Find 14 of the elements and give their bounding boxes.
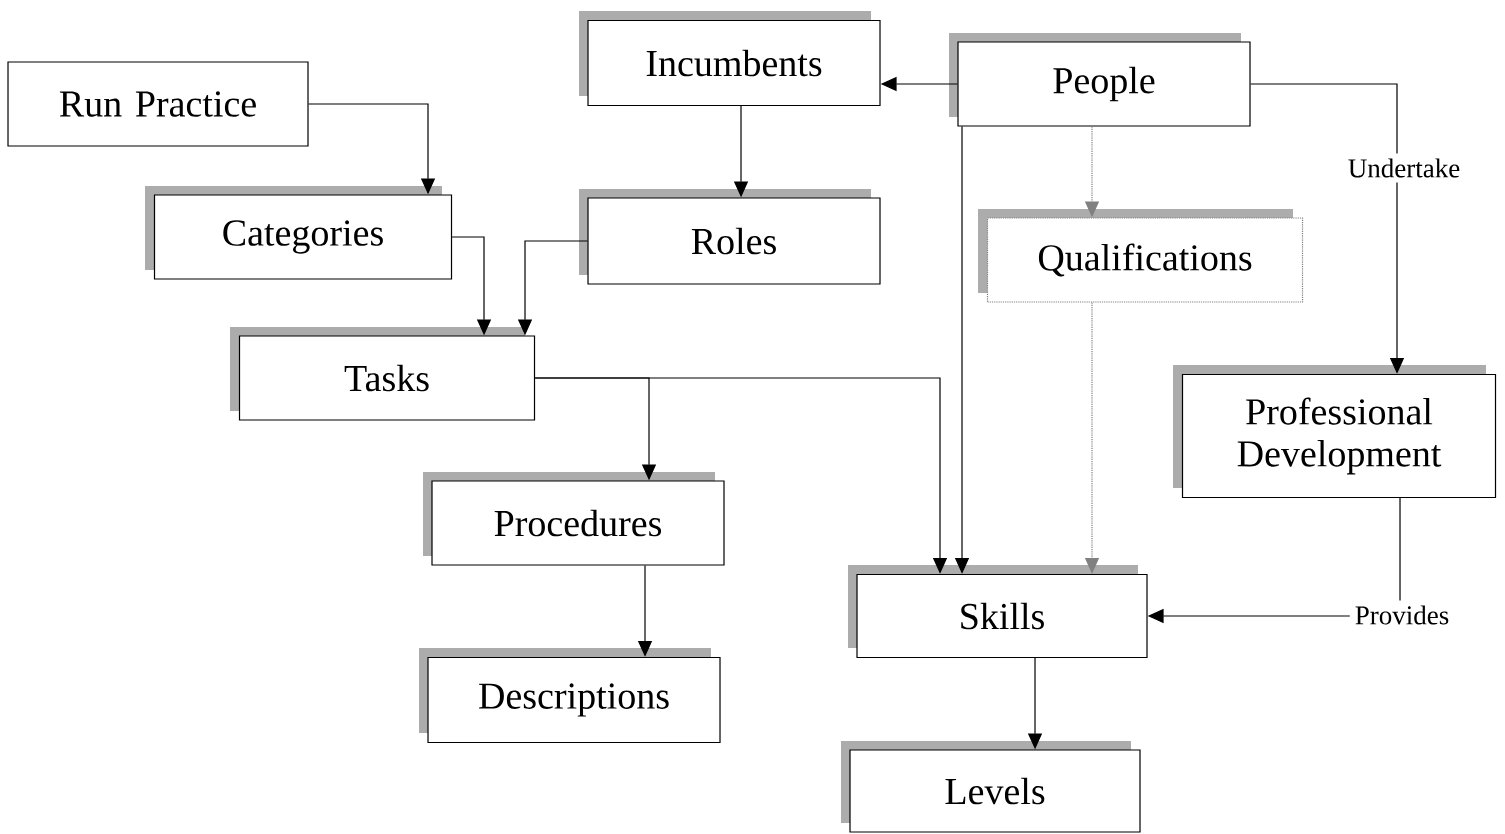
process-box: Categories [145,186,453,280]
edge-label: Provides [1349,600,1455,630]
process-box: Roles [579,189,881,285]
process-box: Qualifications [978,209,1304,303]
process-box: Procedures [423,472,725,566]
process-box: Run Practice [7,61,309,147]
edge-label: Undertake [1342,153,1466,183]
process-box: Tasks [230,327,536,421]
process-box: Skills [848,565,1148,659]
process-box: People [949,33,1251,127]
process-box: Incumbents [579,11,881,107]
process-box: Professional Development [1173,365,1497,499]
process-box: Levels [841,741,1141,833]
process-box: Descriptions [419,648,721,744]
